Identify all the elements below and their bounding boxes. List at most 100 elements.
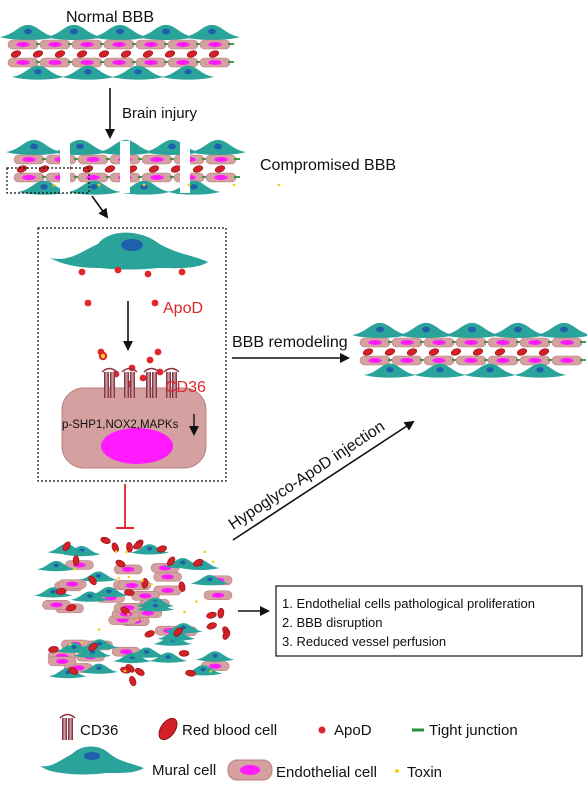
red-blood-cell (206, 622, 217, 630)
mural-nucleus (376, 326, 384, 333)
red-blood-cell (76, 50, 88, 58)
red-blood-cell (120, 50, 132, 58)
toxin (277, 183, 281, 187)
endothelial-nucleus (150, 156, 164, 163)
red-blood-cell (16, 165, 28, 173)
cd36-strand (166, 372, 171, 398)
red-blood-cell (217, 607, 225, 619)
apod-dot (114, 266, 122, 274)
legend-toxin-label: Toxin (407, 764, 442, 781)
mural-nucleus (514, 326, 522, 333)
apod-dot (144, 270, 152, 278)
red-blood-cell (362, 348, 374, 356)
red-blood-cell (516, 348, 528, 356)
mural-nucleus (143, 650, 150, 654)
toxin (203, 550, 206, 554)
mural-nucleus (468, 326, 476, 333)
endothelial-nucleus (48, 41, 62, 48)
mural-nucleus (106, 589, 112, 594)
apod-dot (139, 374, 147, 382)
red-blood-cell (178, 650, 190, 657)
endothelial-nucleus (16, 41, 30, 48)
endothelial-nucleus (161, 587, 174, 593)
red-blood-cell (193, 558, 204, 567)
mural-nucleus (165, 654, 171, 659)
toxin (97, 183, 101, 187)
red-blood-cell (167, 556, 176, 566)
red-blood-cell (82, 165, 94, 173)
endothelial-nucleus (432, 339, 446, 346)
mural-nucleus (24, 28, 32, 35)
normal-vessel (0, 24, 240, 80)
red-blood-cell (494, 348, 506, 356)
apod-dot (151, 299, 159, 307)
mural-nucleus (140, 184, 148, 190)
endothelial-nucleus (208, 59, 222, 66)
endothelial-nucleus (214, 156, 228, 163)
mural-nucleus (116, 28, 124, 35)
red-blood-cell (144, 630, 155, 638)
red-blood-cell (178, 581, 186, 592)
endothelial-nucleus (368, 357, 382, 364)
red-blood-cell (126, 542, 133, 553)
legend-endothelial-icon (227, 759, 273, 781)
endothelial-nucleus (208, 41, 222, 48)
endothelial-nucleus (86, 156, 100, 163)
red-blood-cell (472, 348, 484, 356)
endothelial-nucleus (56, 658, 69, 664)
normal-bbb-label: Normal BBB (66, 9, 154, 26)
red-blood-cell (68, 666, 79, 675)
outcomes-box (275, 585, 583, 657)
red-blood-cell (88, 642, 98, 652)
disrupted-vessel-cluster (34, 536, 235, 687)
cd36-strand (152, 372, 157, 398)
endothelial-nucleus (86, 174, 100, 181)
legend-tight-junction-label: Tight junction (429, 722, 518, 739)
red-blood-cell (32, 50, 44, 58)
legend-cd36-icon (59, 713, 76, 740)
arrow-zoom (91, 195, 109, 219)
cd36-strand (110, 372, 115, 398)
mural-nucleus (207, 577, 213, 582)
red-blood-cell (104, 165, 116, 173)
toxin (80, 641, 83, 645)
red-blood-cell (115, 559, 126, 568)
red-blood-cell (129, 675, 137, 687)
endothelial-nucleus (122, 566, 135, 572)
mural-nucleus (560, 326, 568, 333)
remodeled-vessel (352, 322, 587, 378)
apod-dot (146, 356, 154, 364)
legend-endothelial-label: Endothelial cell (276, 764, 377, 781)
endothelial-nucleus (432, 357, 446, 364)
toxin-marker (98, 351, 108, 361)
barrier-gap (180, 141, 190, 193)
red-blood-cell (88, 575, 97, 586)
legend-mural-icon (40, 746, 144, 775)
toxin (136, 618, 139, 622)
bbb-remodeling-label: BBB remodeling (232, 334, 348, 351)
mural-nucleus (30, 143, 38, 150)
toxin (97, 628, 101, 631)
cd36-label: CD36 (165, 379, 206, 396)
mural-nucleus (200, 667, 206, 672)
mural-nucleus (76, 143, 84, 150)
endothelial-nucleus (22, 174, 36, 181)
red-blood-cell (55, 588, 67, 595)
toxin (232, 183, 236, 187)
cd36-strand (146, 372, 151, 398)
endothelial-nucleus (80, 59, 94, 66)
toxin (114, 550, 118, 553)
compromised-vessel (6, 139, 281, 195)
apod-dot (154, 348, 162, 356)
mural-nucleus (71, 645, 77, 650)
cd36-strand (124, 372, 129, 398)
toxin (187, 183, 191, 187)
apod-dot (78, 268, 86, 276)
cd36-strand (104, 372, 109, 398)
mural-nucleus (536, 367, 544, 373)
mural-nucleus (152, 603, 159, 608)
toxin (142, 183, 146, 187)
mural-nucleus (422, 326, 430, 333)
cd36-cap (143, 367, 160, 373)
mural-nucleus (162, 28, 170, 35)
